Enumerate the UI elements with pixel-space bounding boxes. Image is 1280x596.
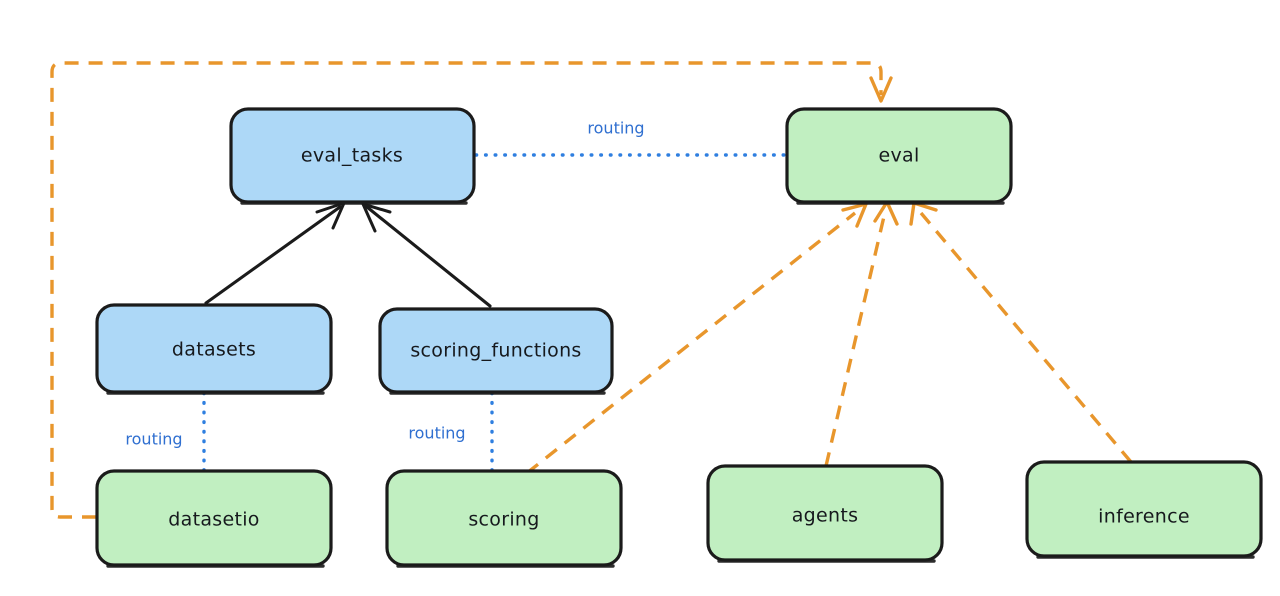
node-scoring_functions-label: scoring_functions — [410, 340, 581, 362]
edge-agents-eval-arrowhead — [873, 200, 899, 226]
edge-datasets-eval_tasks-line — [204, 205, 342, 305]
edge-labels: routing routing routing — [125, 119, 644, 449]
edge-scoring-eval-line — [525, 211, 857, 475]
nodes: eval_tasks eval datasets scoring_functio… — [95, 107, 1263, 568]
edge-label-routing-eval: routing — [587, 119, 644, 138]
node-eval_tasks-label: eval_tasks — [301, 145, 403, 167]
edge-inference-eval-line — [919, 211, 1133, 464]
node-eval-label: eval — [878, 145, 919, 167]
node-eval_tasks[interactable]: eval_tasks — [229, 107, 476, 205]
node-inference[interactable]: inference — [1025, 460, 1263, 559]
node-agents[interactable]: agents — [706, 464, 944, 563]
node-eval[interactable]: eval — [785, 107, 1013, 205]
node-inference-label: inference — [1098, 506, 1190, 528]
node-agents-label: agents — [792, 505, 859, 527]
node-datasetio[interactable]: datasetio — [95, 469, 333, 568]
edge-label-routing-scoring: routing — [408, 424, 465, 443]
node-scoring[interactable]: scoring — [385, 469, 623, 568]
edge-scoring_functions-eval_tasks[interactable] — [361, 202, 492, 308]
edge-datasetio-eval[interactable] — [50, 61, 893, 519]
edge-datasetio-eval-line — [50, 61, 883, 519]
edge-scoring_functions-eval_tasks-line — [365, 205, 492, 308]
node-datasets-label: datasets — [172, 339, 256, 361]
node-datasetio-label: datasetio — [168, 509, 259, 531]
edge-inference-eval[interactable] — [909, 201, 1133, 464]
edge-agents-eval-line — [824, 211, 887, 467]
edge-datasets-eval_tasks[interactable] — [204, 201, 346, 305]
node-scoring_functions[interactable]: scoring_functions — [378, 307, 614, 395]
edge-agents-eval[interactable] — [824, 200, 899, 467]
node-scoring-label: scoring — [468, 509, 539, 531]
node-datasets[interactable]: datasets — [95, 303, 333, 395]
hierarchy-edges — [204, 201, 492, 308]
edge-datasetio-eval-arrowhead — [869, 76, 893, 103]
routing-edges — [202, 153, 788, 472]
edge-label-routing-datasetio: routing — [125, 430, 182, 449]
